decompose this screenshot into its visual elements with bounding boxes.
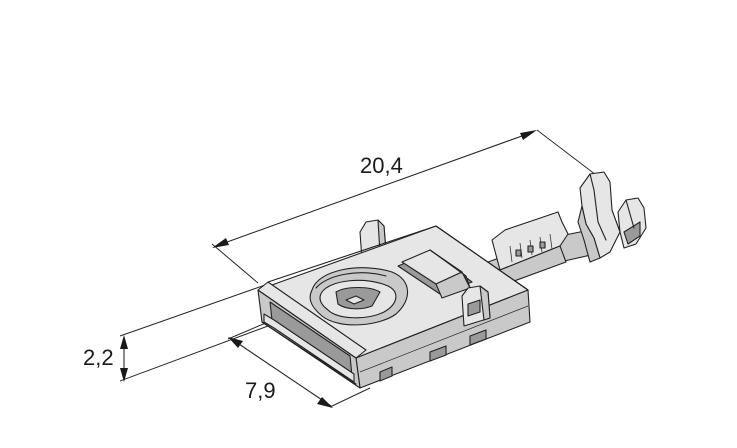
length-arrow-right [520,130,537,140]
length-extension-line-left [211,243,259,284]
height-extension-line-top [119,283,269,337]
front-roll-bottom [263,313,355,383]
length-dimension-line [215,131,534,247]
width-arrow-right [317,397,333,408]
length-label: 20,4 [360,153,403,178]
width-extension-line-right [329,387,371,408]
width-dimension-line [229,337,332,407]
height-dimension: 2,2 [83,283,269,382]
height-arrow-bottom [120,368,128,382]
front-roll-top [257,281,367,359]
width-label: 7,9 [245,378,276,403]
front-latch-tab [461,285,491,327]
width-arrow-left [228,337,243,348]
terminal-part [257,171,647,389]
height-label: 2,2 [83,345,114,370]
width-extension-line-left [227,321,269,340]
width-dimension: 7,9 [227,321,371,408]
length-dimension: 20,4 [211,129,601,284]
length-extension-line-right [536,129,601,179]
crimp-barrel [487,171,647,285]
length-arrow-left [212,238,229,248]
height-arrow-top [120,335,128,349]
height-extension-line-bottom [119,325,269,382]
locking-lance [397,249,473,299]
contact-spring-window [309,267,409,326]
